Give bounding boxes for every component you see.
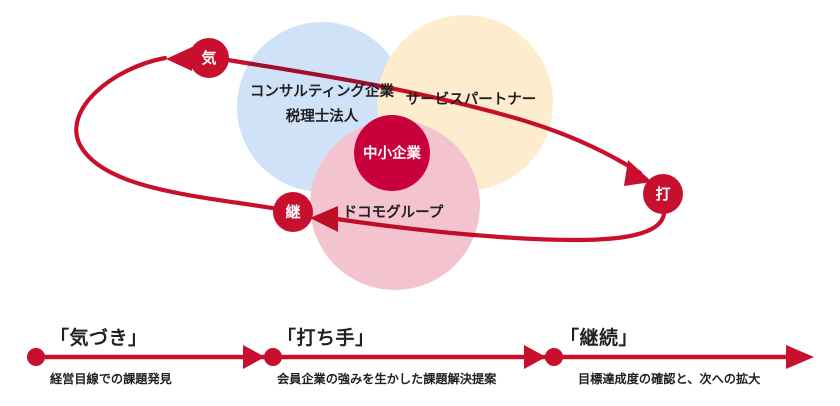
timeline-marker-arrowhead-keizoku [524, 345, 546, 369]
venn-core-circle-sme [354, 115, 430, 191]
timeline-step-title-uchite: 「打ち手」 [277, 326, 375, 349]
timeline-step-keizoku: 「継続」 目標達成度の確認と、次への拡大 [524, 326, 761, 386]
arrowhead-into-ki [166, 47, 192, 71]
cycle-badge-ki-label: 気 [201, 49, 216, 67]
timeline: 「気づき」 経営目線での課題発見 「打ち手」 会員企業の強みを生かした課題解決提… [27, 326, 814, 386]
timeline-end-arrowhead [786, 345, 814, 369]
venn-circle-docomo-group [310, 120, 480, 290]
loop-path-kei-to-ki [74, 55, 281, 212]
cycle-badge-uchi: 打 [643, 174, 683, 214]
venn-label-docomo-group: ドコモグループ [343, 203, 444, 221]
timeline-dot-uchite [264, 348, 282, 366]
cycle-badge-kei-circle [273, 192, 313, 232]
cycle-badge-ki: 気 [189, 38, 229, 78]
cycle-badge-kei: 継 [273, 192, 313, 232]
timeline-step-title-kizuki: 「気づき」 [50, 326, 148, 349]
cycle-badge-kei-label: 継 [285, 203, 300, 221]
cycle-badge-uchi-label: 打 [655, 185, 670, 203]
venn-label-service-partner: サービスパートナー [406, 91, 537, 108]
arrowhead-into-uchi [624, 160, 652, 186]
timeline-step-kizuki: 「気づき」 経営目線での課題発見 [27, 326, 172, 386]
timeline-step-desc-kizuki: 経営目線での課題発見 [50, 371, 172, 386]
timeline-dot-keizoku [545, 348, 563, 366]
timeline-step-desc-keizoku: 目標達成度の確認と、次への拡大 [578, 371, 761, 386]
cycle-badge-uchi-circle [643, 174, 683, 214]
venn-core-label-sme: 中小企業 [363, 144, 421, 162]
timeline-marker-arrowhead-uchite [243, 345, 265, 369]
timeline-dot-kizuki [27, 348, 45, 366]
timeline-step-title-keizoku: 「継続」 [560, 326, 638, 349]
timeline-step-uchite: 「打ち手」 会員企業の強みを生かした課題解決提案 [243, 326, 497, 386]
timeline-step-desc-uchite: 会員企業の強みを生かした課題解決提案 [277, 371, 497, 386]
venn-label-consulting-line1: コンサルティング企業 [250, 82, 395, 100]
cycle-badge-ki-circle [189, 38, 229, 78]
venn-label-consulting-line2: 税理士法人 [286, 107, 359, 125]
